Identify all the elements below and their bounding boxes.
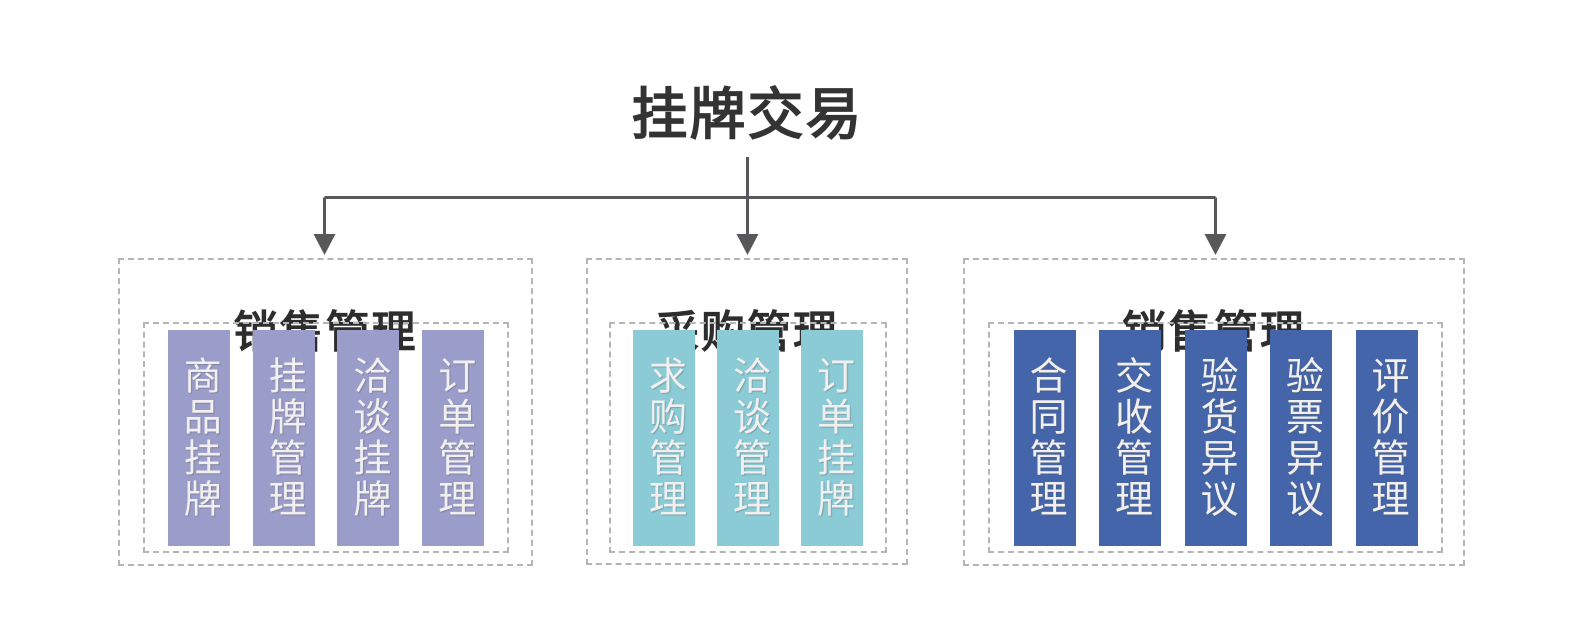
item-bar: 挂牌管理 xyxy=(252,329,315,546)
diagram-title: 挂牌交易 xyxy=(631,83,864,146)
item-bar: 评价管理 xyxy=(1355,329,1418,546)
arrow-down-icon xyxy=(736,234,759,255)
item-bar: 交收管理 xyxy=(1099,329,1161,546)
item-bar: 验货异议 xyxy=(1184,329,1247,546)
item-bar: 订单挂牌 xyxy=(801,329,863,546)
item-bar: 求购管理 xyxy=(633,329,695,546)
group-procurement: 采购管理 求购管理 洽谈管理 订单挂牌 xyxy=(586,258,908,565)
item-bar: 合同管理 xyxy=(1013,329,1076,546)
item-bar: 洽谈挂牌 xyxy=(337,329,400,546)
group-items-container: 求购管理 洽谈管理 订单挂牌 xyxy=(609,322,887,553)
item-bar: 订单管理 xyxy=(422,329,485,546)
arrow-down-icon xyxy=(313,234,336,255)
group-sales-settlement: 销售管理 合同管理 交收管理 验货异议 验票异议 评价管理 xyxy=(963,258,1465,566)
item-bar: 洽谈管理 xyxy=(717,329,779,546)
group-sales-listing: 销售管理 商品挂牌 挂牌管理 洽谈挂牌 订单管理 xyxy=(118,258,533,566)
item-bar: 商品挂牌 xyxy=(167,329,230,546)
item-bar: 验票异议 xyxy=(1270,329,1332,546)
group-items-container: 商品挂牌 挂牌管理 洽谈挂牌 订单管理 xyxy=(143,322,509,553)
connector-line xyxy=(323,157,1217,236)
arrow-down-icon xyxy=(1204,234,1227,255)
group-items-container: 合同管理 交收管理 验货异议 验票异议 评价管理 xyxy=(988,322,1443,553)
